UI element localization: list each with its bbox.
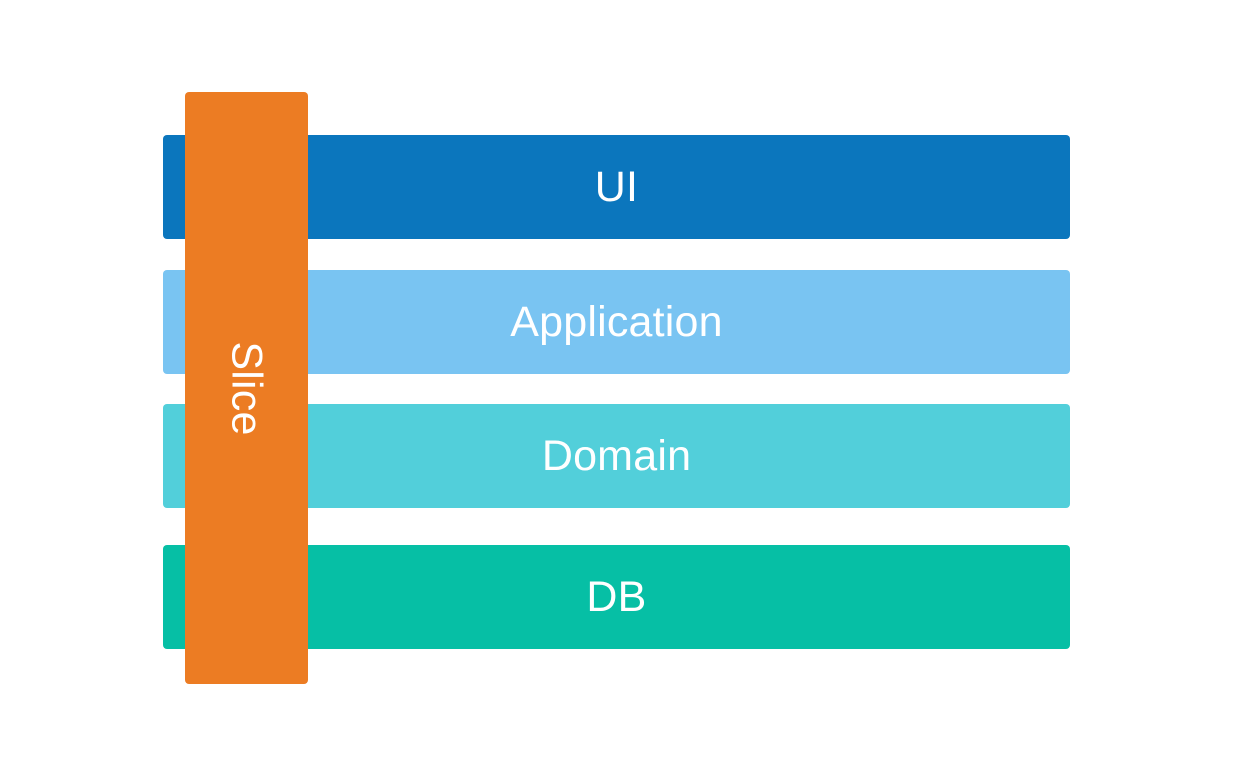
slice-bar[interactable]: Slice	[185, 92, 308, 684]
slice-label: Slice	[222, 340, 271, 436]
layer-label-application: Application	[510, 297, 723, 346]
layer-label-ui: UI	[594, 162, 639, 211]
layer-bar-domain[interactable]: Domain	[163, 404, 1070, 508]
layer-bar-ui[interactable]: UI	[163, 135, 1070, 239]
layer-bar-db[interactable]: DB	[163, 545, 1070, 649]
layer-label-db: DB	[586, 572, 647, 621]
layer-label-domain: Domain	[541, 431, 692, 480]
layer-bar-application[interactable]: Application	[163, 270, 1070, 374]
